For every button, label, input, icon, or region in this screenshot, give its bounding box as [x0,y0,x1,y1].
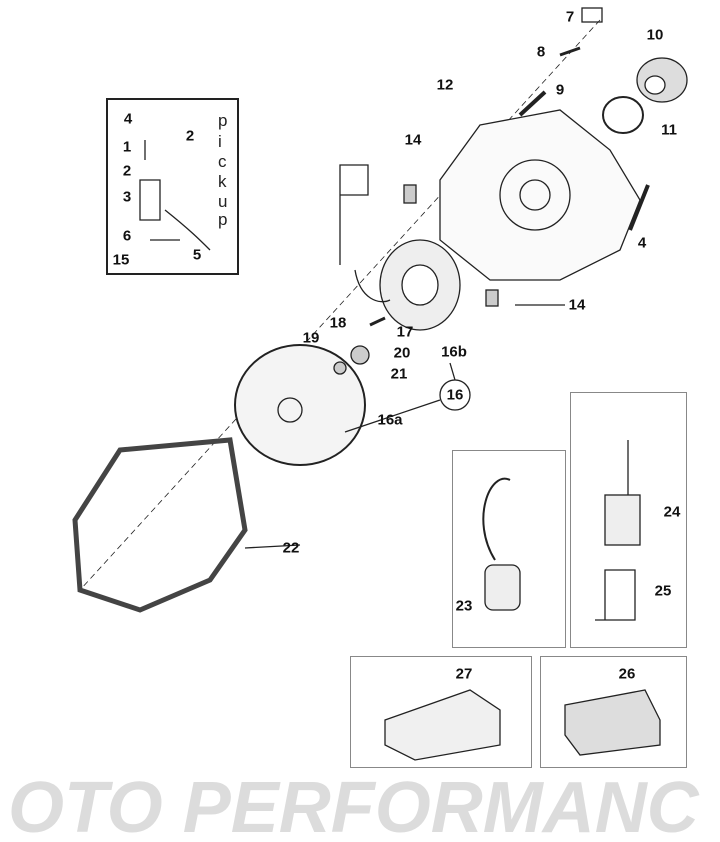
label-16a: 16a [377,411,403,429]
screw-8 [559,46,581,57]
label-16: 16 [446,386,464,404]
ignition-coil-box [452,450,566,648]
label-16b: 16b [441,343,467,361]
bolt-9 [518,90,547,117]
label-27: 27 [455,665,473,683]
pickup-letter: k [218,172,227,191]
cover-hub [499,159,571,231]
label-14a: 14 [404,131,422,149]
pickup-inset-box [106,98,239,275]
label-7: 7 [565,8,575,26]
pickup-letter: u [218,192,228,211]
pickup-label-5: 5 [192,246,202,264]
label-24: 24 [663,503,681,521]
grommet-14b [485,289,499,307]
ignition-coil [484,564,521,611]
stator-connector-wire [339,164,391,303]
label-21: 21 [390,365,408,383]
label-10: 10 [646,26,664,44]
label-14b: 14 [568,296,586,314]
pickup-letter: i [218,132,222,151]
label-19: 19 [302,329,320,347]
pickup-sensor [139,140,211,251]
pickup-label-2b: 2 [122,162,132,180]
pickup-label-1: 1 [122,138,132,156]
label-12: 12 [436,76,454,94]
pickup-label-3: 3 [122,188,132,206]
stator-cover [439,109,641,281]
watermark: OTO PERFORMANC [8,768,699,842]
cdi-box [350,656,532,768]
label-22: 22 [282,539,300,557]
bracket-25 [595,569,636,621]
pickup-letter: p [218,111,228,130]
label-26: 26 [618,665,636,683]
label-23: 23 [455,597,473,615]
pickup-label-4: 4 [123,110,133,128]
label-25: 25 [654,582,672,600]
grommet-14a [403,184,417,204]
label-20: 20 [393,344,411,362]
gasket-22 [72,437,248,613]
regulator-box [540,656,687,768]
clamp-7 [581,7,603,23]
label-18: 18 [329,314,347,332]
pickup-letter: p [218,210,228,229]
pickup-label-6: 6 [122,227,132,245]
pickup-letter: c [218,152,227,171]
assembly-axis-line [79,19,601,591]
condenser [604,494,641,546]
label-11: 11 [661,121,677,139]
label-4-cover: 4 [637,234,647,252]
pickup-label-2a: 2 [185,127,195,145]
condenser-box [570,392,687,648]
pickup-label-15: 15 [112,251,130,269]
o-ring-part [602,96,644,134]
label-8: 8 [536,43,546,61]
label-9: 9 [555,81,565,99]
bolt-4 [628,184,650,231]
regulator-unit [564,689,661,756]
cdi-unit [384,689,501,761]
flywheel-part [234,344,366,466]
label-17: 17 [396,323,414,341]
